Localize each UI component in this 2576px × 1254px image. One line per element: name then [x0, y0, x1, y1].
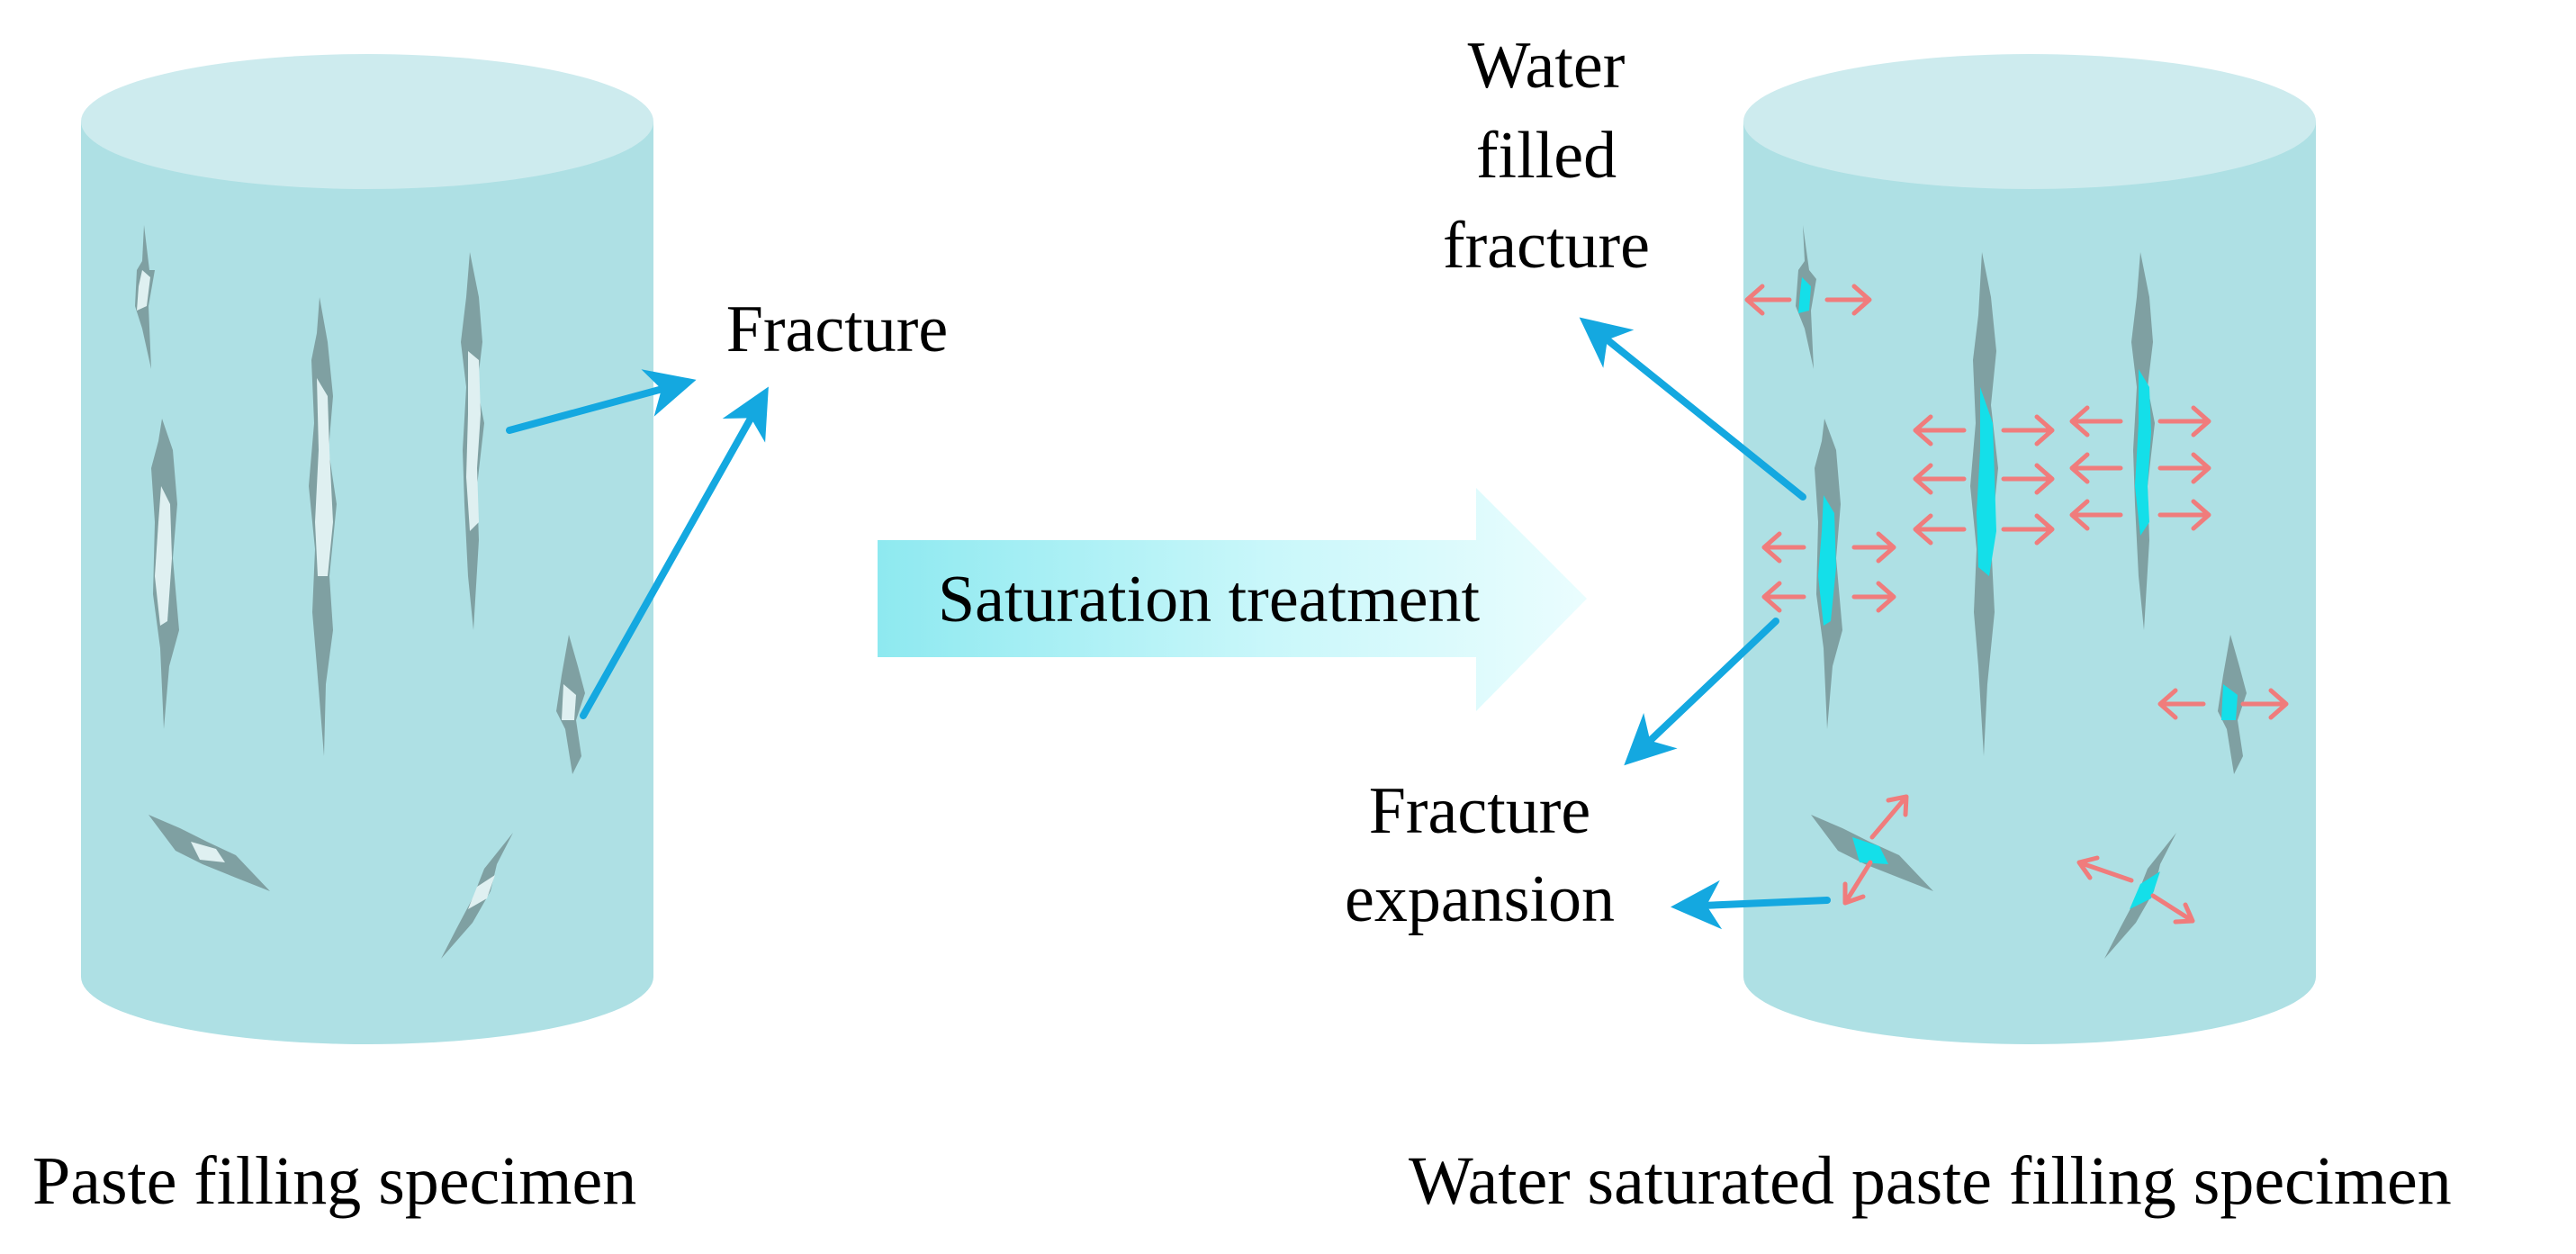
dry-fracture	[461, 252, 484, 630]
saturation-treatment-arrow: Saturation treatment	[878, 488, 1587, 711]
pointer-icon	[1671, 880, 1831, 930]
expansion-arrow-icon	[2076, 855, 2195, 925]
dry-fracture	[149, 815, 270, 891]
left-caption: Paste filling specimen	[32, 1143, 636, 1219]
dry-specimen-body	[81, 122, 653, 1044]
pointer-icon	[506, 369, 697, 434]
dry-specimen	[81, 54, 653, 1044]
dry-fracture	[556, 635, 585, 774]
pointer-icon	[580, 386, 769, 719]
dry-fracture	[151, 419, 179, 729]
dry-fracture	[309, 297, 337, 756]
right-caption: Water saturated paste filling specimen	[1409, 1143, 2452, 1219]
expansion-arrows	[1744, 284, 2289, 925]
expansion-arrow-icon	[1761, 531, 1896, 613]
pointer-icon	[1624, 618, 1779, 766]
dry-fracture	[441, 833, 513, 959]
water-filled-fracture-label: Water filled fracture	[1443, 29, 1650, 283]
fracture-expansion-label-line: expansion	[1345, 862, 1615, 936]
pointer-arrows	[506, 317, 1831, 930]
fracture-label: Fracture	[726, 293, 949, 366]
water-filled-fracture	[1811, 815, 1933, 891]
saturation-treatment-label: Saturation treatment	[938, 563, 1481, 636]
expansion-arrow-icon	[1842, 794, 1909, 906]
water-filled-fracture	[1815, 419, 1842, 729]
pointer-icon	[1579, 317, 1806, 501]
fracture-expansion-label: Fracture expansion	[1345, 774, 1615, 936]
water-filled-fracture	[2104, 833, 2176, 959]
saturated-specimen	[1743, 54, 2316, 1044]
water-filled-fracture-label-line: filled	[1476, 119, 1617, 193]
saturated-specimen-body	[1743, 122, 2316, 1044]
water-filled-fracture	[1970, 252, 1998, 756]
water-filled-fracture	[1796, 225, 1816, 369]
expansion-arrow-icon	[2069, 405, 2211, 531]
water-filled-fracture	[2218, 635, 2247, 774]
expansion-arrow-icon	[2157, 688, 2289, 720]
water-filled-fracture	[2131, 252, 2155, 630]
expansion-arrow-icon	[1744, 284, 1872, 316]
dry-specimen-top	[81, 54, 653, 189]
dry-fracture	[135, 225, 155, 369]
fracture-expansion-label-line: Fracture	[1369, 774, 1591, 848]
saturated-specimen-top	[1743, 54, 2316, 189]
expansion-arrow-icon	[1913, 414, 2055, 546]
water-filled-fracture-label-line: fracture	[1443, 209, 1650, 283]
water-filled-fracture-label-line: Water	[1468, 29, 1626, 103]
